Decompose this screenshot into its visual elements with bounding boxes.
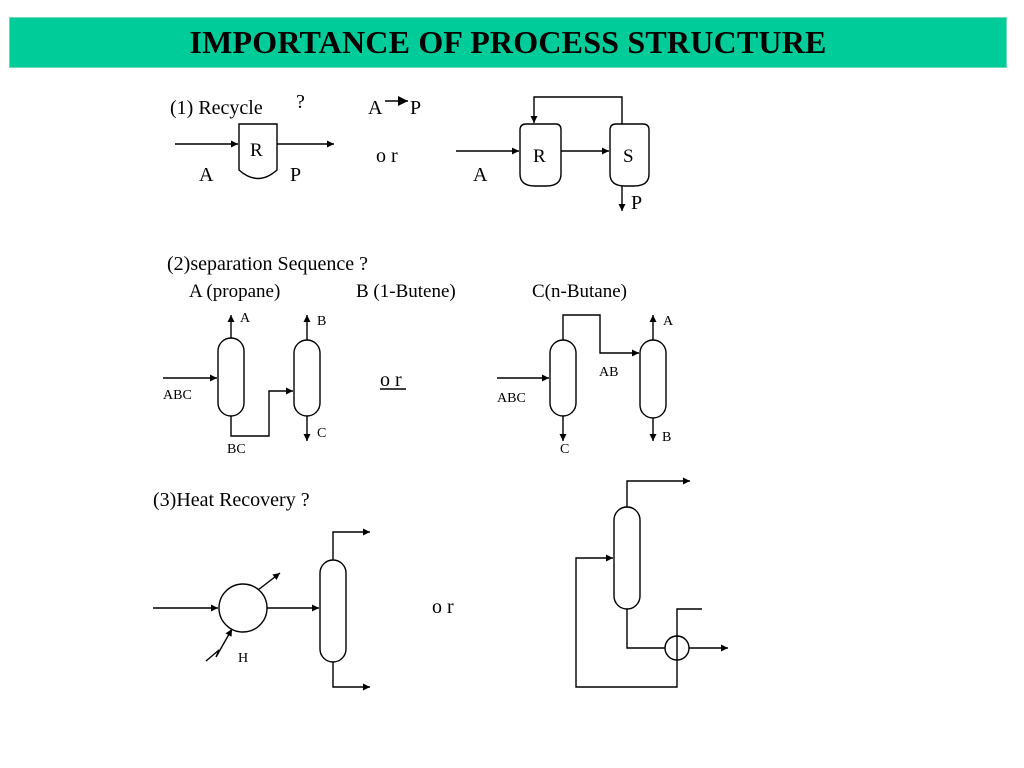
recycle-heading: (1) Recycle [170,97,263,119]
indirect-sequence: ABC AB C A B [497,314,674,457]
component-a-label: A (propane) [189,281,280,302]
overhead-arrow [626,477,690,507]
reactor-label: R [533,146,546,167]
component-c-label: C(n-Butane) [532,281,627,302]
reactor-with-recycle: R S A P [456,96,650,214]
product-label: P [631,192,642,214]
reaction-reactant: A [368,97,383,119]
reactor-vessel [519,123,562,187]
separation-heading: (2)separation Sequence ? [167,253,368,275]
heat-recovery-loop [575,554,678,688]
heat-input-arrow [205,628,233,662]
separation-or: o r [380,369,402,391]
recycle-question-mark: ? [296,91,305,113]
recycle-section: (1) Recycle ? A P o r R A P R S A P [170,91,650,214]
bottoms-label: BC [227,442,246,457]
column-2-top-label: B [317,314,326,329]
heat-recovery-heading: (3)Heat Recovery ? [153,489,310,511]
heat-integrated [575,477,728,688]
heater-outlet-arrow [257,572,281,591]
column-2 [293,339,321,417]
recycle-stream [530,96,623,124]
title-bar: IMPORTANCE OF PROCESS STRUCTURE [9,17,1007,68]
heater [218,583,268,633]
column-1 [549,339,577,417]
column-2-top-label: A [663,314,674,329]
heat-recovery-section: (3)Heat Recovery ? o r H [153,477,728,691]
feed-label: ABC [497,391,526,406]
overhead-label: AB [599,365,618,380]
direct-sequence: ABC A BC B C [163,311,326,457]
component-b-label: B (1-Butene) [356,281,456,302]
product-label: P [290,164,301,186]
hot-stream-inlet [676,608,702,636]
reactor-simple: R A P [175,123,334,186]
column [319,559,347,663]
bottoms-arrow [332,662,370,691]
column-2 [639,339,667,419]
column-1 [217,337,245,417]
overhead-transfer-line [562,314,639,357]
bottoms-product-arrow [626,609,728,652]
feed-label: A [199,164,214,186]
heat-recovery-or: o r [432,596,454,618]
feed-label: A [473,164,488,186]
column [613,506,641,610]
page-title: IMPORTANCE OF PROCESS STRUCTURE [189,24,827,60]
separation-section: (2)separation Sequence ? A (propane) B (… [163,253,674,457]
reactor-label: R [250,140,263,161]
overhead-arrow [332,528,370,560]
column-1-bottom-label: C [560,442,569,457]
column-1-top-label: A [240,311,251,326]
recycle-or: o r [376,145,398,167]
external-heating: H [153,528,370,691]
column-2-bottom-label: C [317,426,326,441]
separator-vessel [609,123,650,187]
column-2-bottom-label: B [662,430,671,445]
reaction-product: P [410,97,421,119]
heater-label: H [238,651,248,666]
feed-label: ABC [163,388,192,403]
separator-label: S [623,146,634,167]
bottoms-transfer-line [230,387,293,437]
reactor-vessel [238,123,278,180]
